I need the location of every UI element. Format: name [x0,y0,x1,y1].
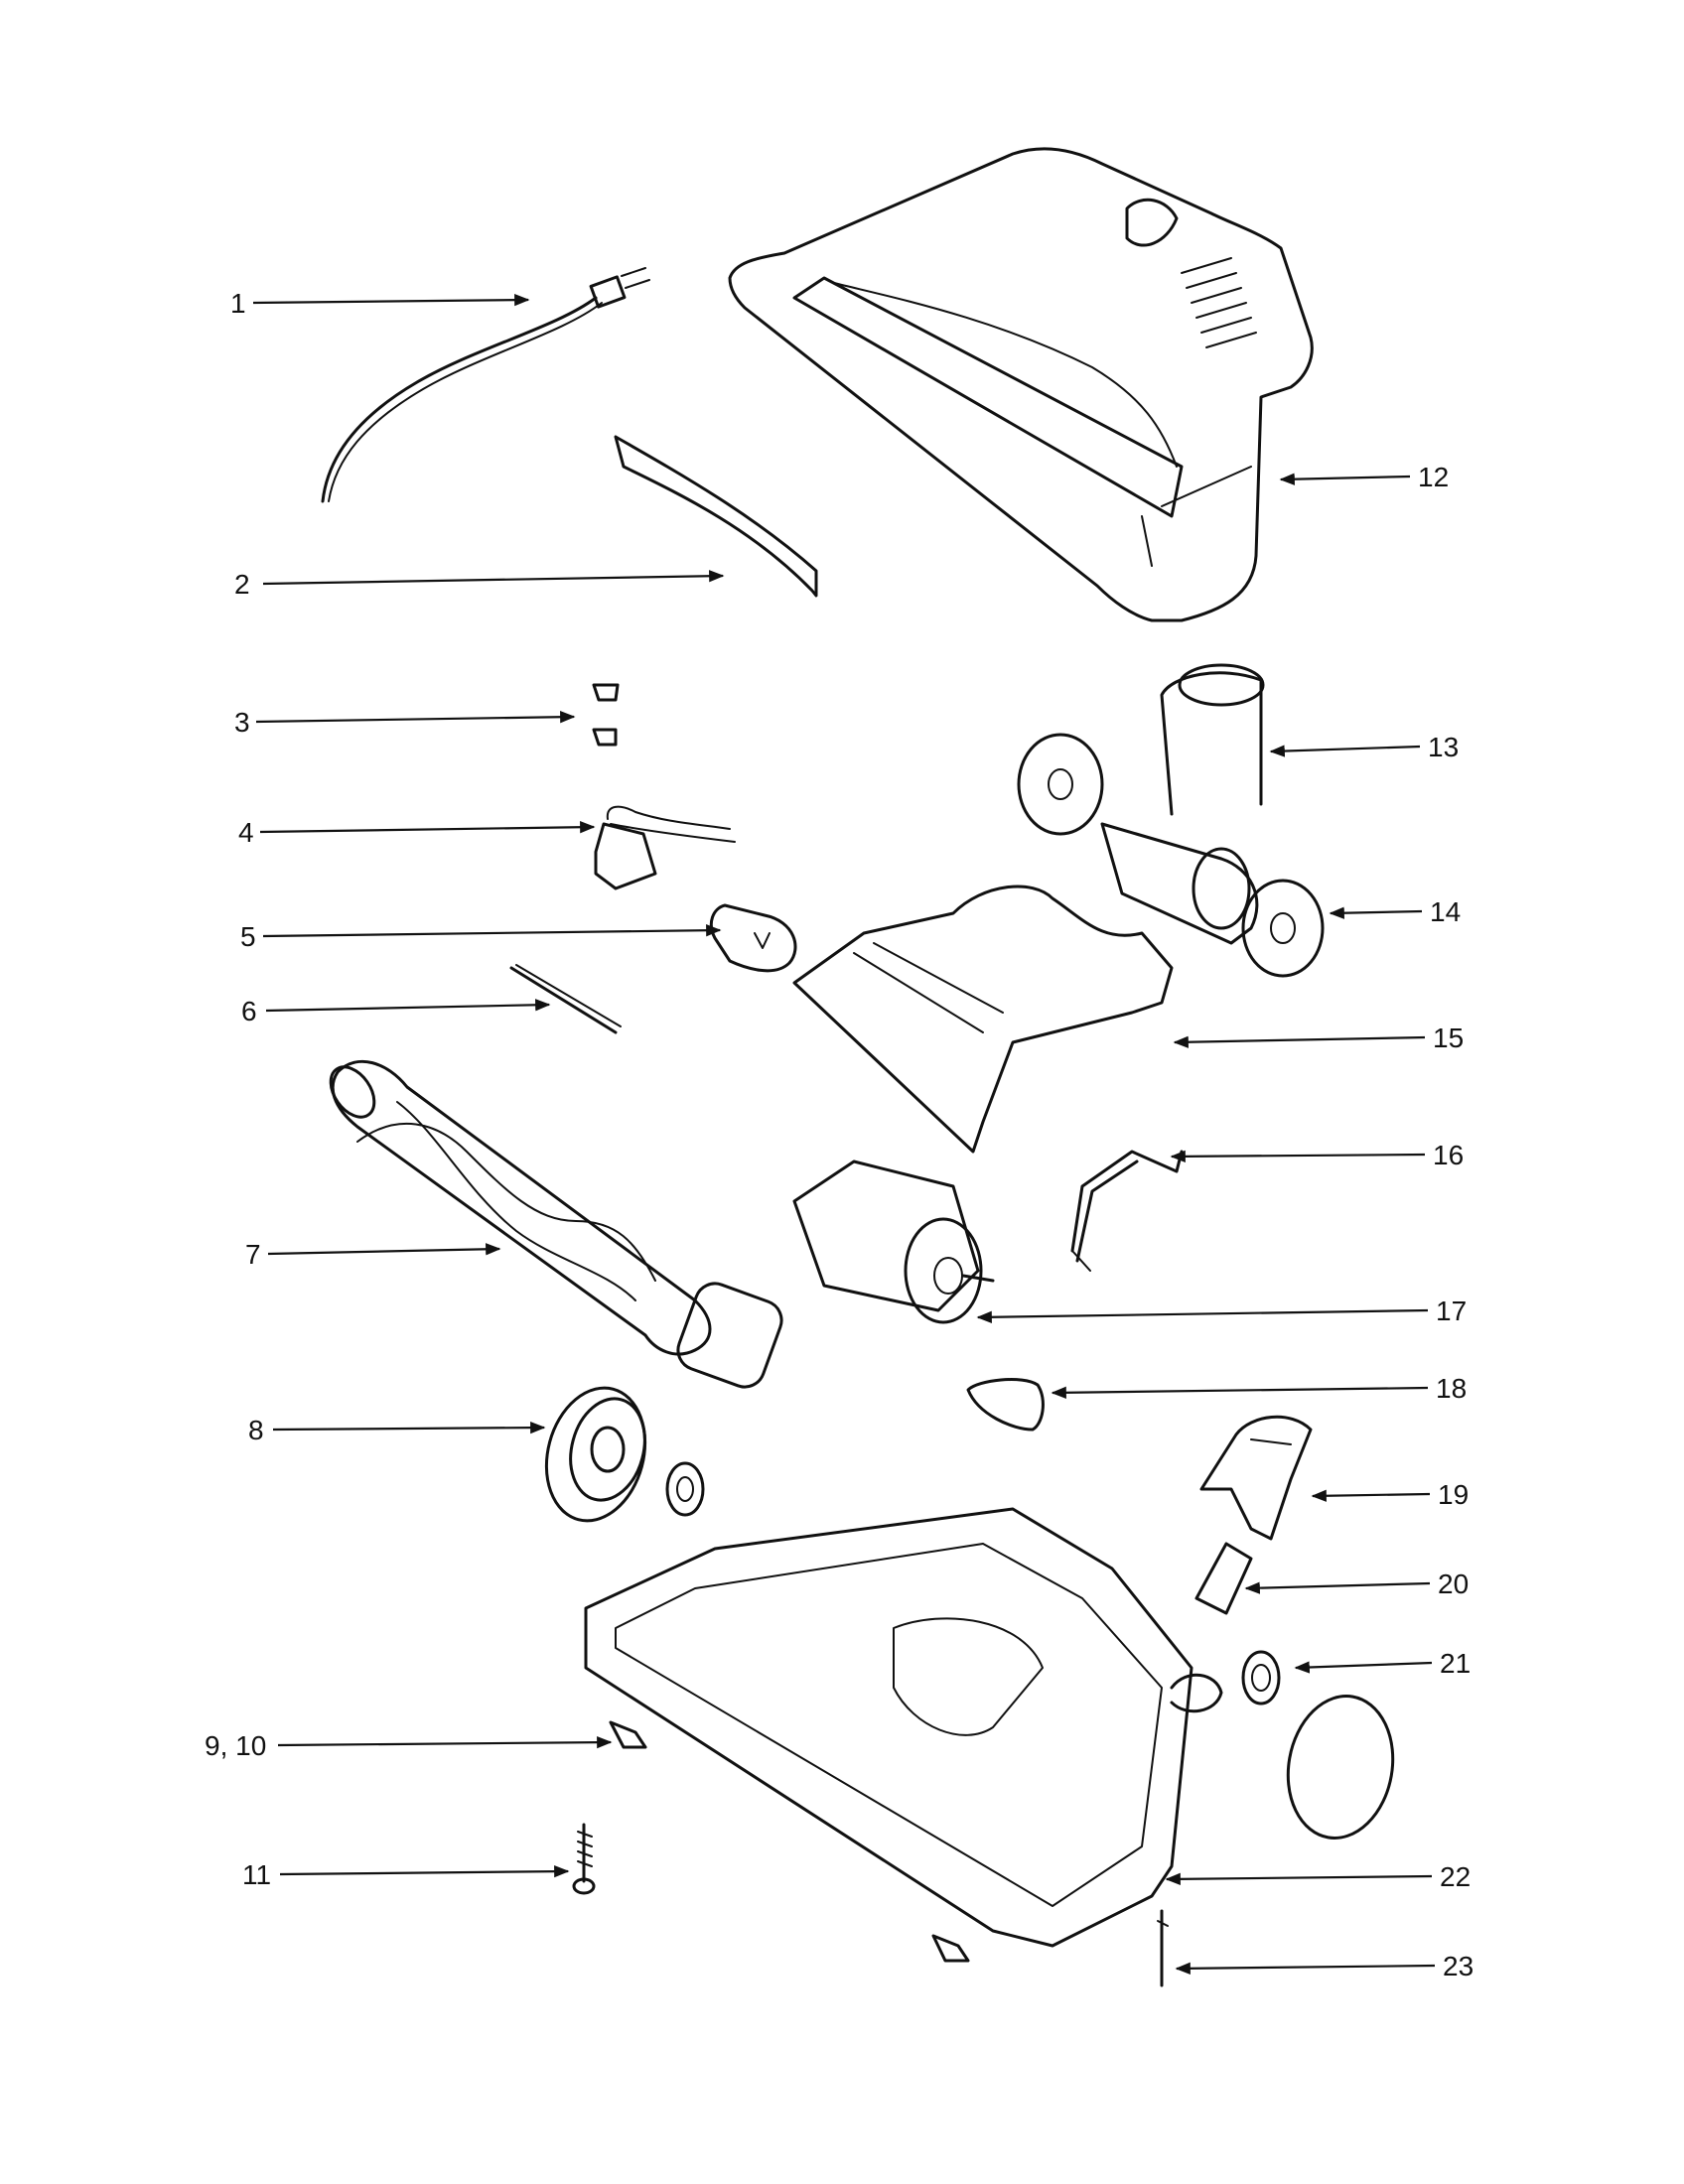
part-19-clip [1199,1415,1313,1541]
part-8-wheel [544,1386,705,1523]
callout-19: 19 [1438,1479,1469,1510]
callout-14: 14 [1430,896,1461,927]
callout-2: 2 [234,569,250,600]
part-11-screw [572,1823,596,1895]
callout-22: 22 [1440,1861,1471,1892]
callout-3: 3 [234,707,250,738]
callout-leaders [252,293,1436,1975]
callout-8: 8 [248,1415,264,1445]
part-3-caps [592,683,620,747]
callout-17: 17 [1436,1296,1467,1326]
callout-4: 4 [238,817,254,848]
part-13-nozzle [1017,663,1325,978]
callout-18: 18 [1436,1373,1467,1404]
callout-20: 20 [1438,1569,1469,1599]
part-23-pin [1157,1909,1169,1987]
part-9-10-fastener [609,1720,970,1963]
part-12-hood [728,147,1314,622]
callout-21: 21 [1440,1648,1471,1679]
part-20-plate [1194,1542,1253,1615]
callout-1: 1 [230,288,246,319]
part-15-frame [792,885,1174,1154]
part-5-bulb [709,903,797,973]
callout-11: 11 [242,1859,271,1890]
callout-labels: 1 2 3 4 5 6 7 8 9, 10 11 12 13 14 15 16 … [205,288,1474,1981]
callout-13: 13 [1428,732,1459,762]
part-2-strip [614,435,818,598]
part-21-washer [1241,1650,1395,1840]
callout-7: 7 [245,1239,261,1270]
callout-5: 5 [240,921,256,952]
part-7-brushroll [329,1059,783,1389]
part-22-base [584,1507,1223,1948]
callout-15: 15 [1433,1023,1464,1053]
part-6-pin [509,964,622,1034]
part-17-motor [792,1160,995,1324]
part-16-bracket [1070,1150,1184,1272]
callout-12: 12 [1418,462,1449,492]
part-4-switch [594,805,736,890]
callout-9-10: 9, 10 [205,1730,266,1761]
callout-16: 16 [1433,1140,1464,1170]
part-1-wire-harness [321,267,650,503]
callout-23: 23 [1443,1951,1474,1981]
part-18-belt [966,1378,1045,1432]
callout-6: 6 [241,996,257,1026]
